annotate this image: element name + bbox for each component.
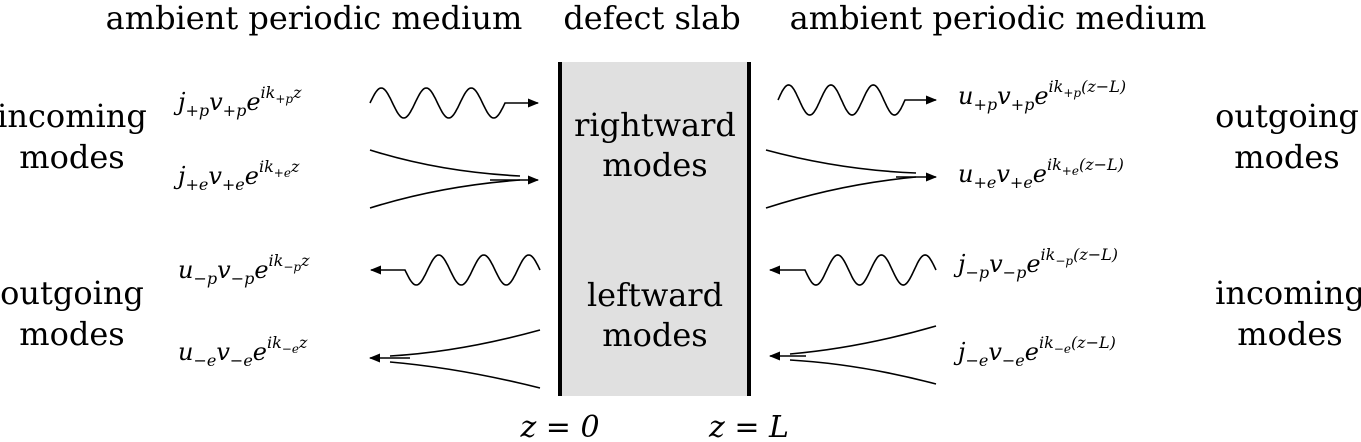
wave-outgoing-propagating-right	[777, 84, 938, 116]
wave-incoming-propagating-left	[369, 87, 540, 119]
label-right-top-line2: modes	[1234, 138, 1339, 176]
evanescent-envelope-lower-right	[765, 176, 917, 209]
wave-outgoing-propagating-left	[369, 254, 541, 286]
boundary-label-left: z = 0	[519, 410, 599, 442]
evanescent-envelope-upper-left	[369, 149, 521, 177]
formula-left-1: j+pv+peik+pz	[173, 83, 302, 120]
formula-right-4: j−ev−eeik−e(z−L)	[953, 333, 1116, 370]
formula-left-2: j+ev+eeik+ez	[173, 157, 300, 194]
formula-left-3: u−pv−peik−pz	[178, 251, 310, 288]
boundary-label-right: z = L	[708, 410, 789, 442]
evanescent-envelope-lower-left	[369, 179, 521, 209]
heading-right: ambient periodic medium	[790, 0, 1207, 37]
slab-label-top-line1: rightward	[574, 106, 736, 144]
formula-right-1: u+pv+peik+p(z−L)	[958, 77, 1126, 114]
formula-right-3: j−pv−peik−p(z−L)	[953, 245, 1118, 282]
label-right-bottom-line1: incoming	[1215, 274, 1361, 312]
evanescent-envelope-lower-right-bottom	[789, 359, 937, 385]
slab-label-bottom-line2: modes	[602, 316, 707, 354]
evanescent-envelope-upper-right	[765, 149, 917, 174]
wave-incoming-propagating-right	[768, 254, 937, 286]
heading-center: defect slab	[563, 0, 740, 37]
formula-group: j+pv+peik+pz j+ev+eeik+ez u−pv−peik−pz u−ev…	[173, 77, 1126, 370]
label-right-top-line1: outgoing	[1215, 97, 1359, 135]
evanescent-envelope-upper-right-bottom	[789, 325, 937, 355]
label-left-top-line2: modes	[19, 138, 124, 176]
label-left-bottom-line2: modes	[19, 315, 124, 353]
formula-right-2: u+ev+eeik+e(z−L)	[958, 155, 1124, 192]
slab-label-bottom-line1: leftward	[587, 276, 723, 314]
label-left-bottom-line1: outgoing	[0, 274, 144, 312]
evanescent-envelope-upper-left-bottom	[389, 329, 541, 357]
defect-slab	[560, 62, 749, 396]
label-right-bottom-line2: modes	[1237, 315, 1342, 353]
evanescent-envelope-lower-left-bottom	[389, 361, 541, 389]
heading-left: ambient periodic medium	[106, 0, 523, 37]
wave-group	[368, 84, 938, 389]
slab-label-top-line2: modes	[602, 146, 707, 184]
label-left-top-line1: incoming	[0, 97, 147, 135]
formula-left-4: u−ev−eeik−ez	[178, 333, 308, 370]
